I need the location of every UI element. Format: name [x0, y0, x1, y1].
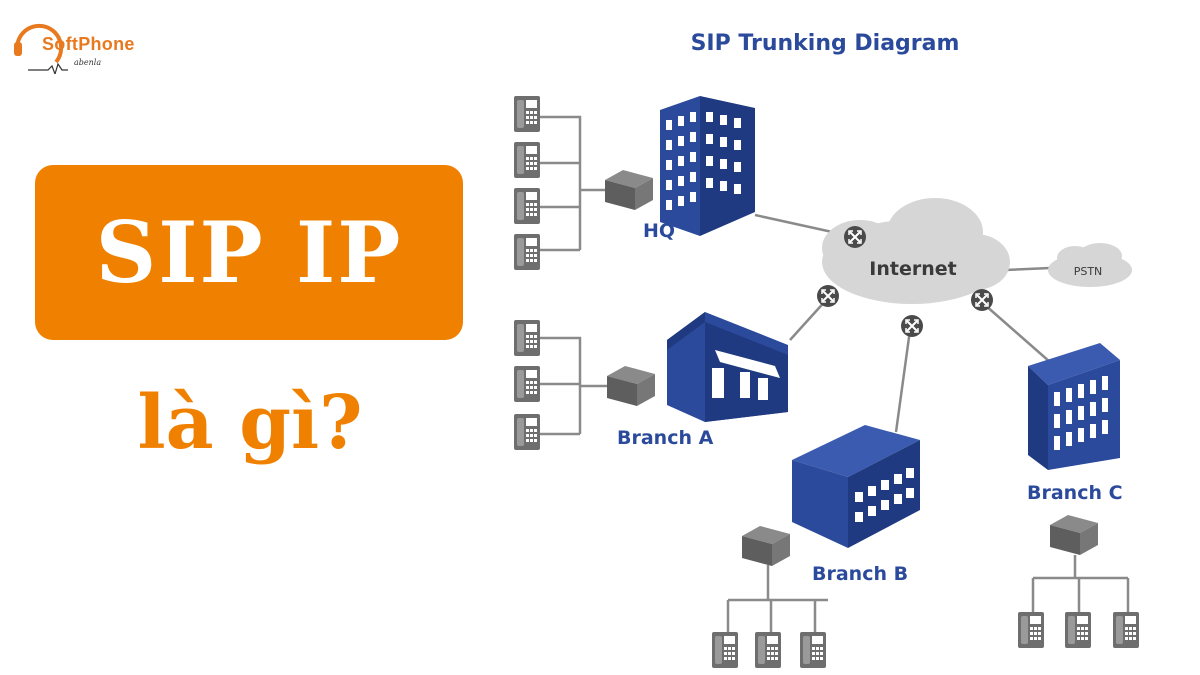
ip-phone-icon [514, 414, 540, 450]
branch-c-label: Branch C [1027, 482, 1123, 504]
ip-phone-icon [755, 632, 781, 668]
logo-brand: SoftPhone [42, 34, 135, 54]
ip-phone-icon [514, 234, 540, 270]
pbx-box-icon [742, 526, 790, 566]
headline-title: SIP IP [95, 203, 403, 302]
logo-tagline: abenla [74, 58, 102, 67]
ip-phone-icon [514, 366, 540, 402]
branch-a-building-icon [667, 312, 788, 422]
router-icon [843, 225, 867, 249]
internet-cloud-icon [822, 198, 1010, 304]
headline-box: SIP IP [35, 165, 463, 340]
ip-phone-icon [514, 320, 540, 356]
softphone-logo: SoftPhone abenla [8, 14, 168, 74]
branch-b-building-icon [792, 425, 920, 548]
pbx-box-icon [1050, 515, 1098, 555]
pbx-box-icon [605, 170, 653, 210]
ip-phone-icon [1018, 612, 1044, 648]
router-icon [816, 284, 840, 308]
ip-phone-icon [1113, 612, 1139, 648]
network-links [540, 115, 1130, 632]
router-icon [900, 314, 924, 338]
branch-a-label: Branch A [617, 427, 714, 449]
ip-phone-icon [1065, 612, 1091, 648]
ip-phone-icon [514, 142, 540, 178]
pbx-box-icon [607, 366, 655, 406]
diagram-title: SIP Trunking Diagram [691, 31, 960, 56]
internet-label: Internet [869, 258, 956, 280]
ip-phone-icon [514, 96, 540, 132]
hq-building-icon [660, 96, 755, 236]
ip-phone-icon [712, 632, 738, 668]
router-icon [970, 288, 994, 312]
headline-subtitle: là gì? [137, 380, 363, 466]
branch-b-label: Branch B [812, 563, 908, 585]
ip-phone-icon [800, 632, 826, 668]
hq-label: HQ [643, 220, 675, 242]
ip-phone-icon [514, 188, 540, 224]
pstn-label: PSTN [1074, 265, 1103, 278]
sip-trunking-diagram: SIP Trunking Diagram Internet PSTN [514, 31, 1139, 668]
pstn-cloud-icon [1048, 243, 1132, 287]
branch-c-building-icon [1028, 343, 1120, 470]
headset-icon [14, 23, 68, 74]
